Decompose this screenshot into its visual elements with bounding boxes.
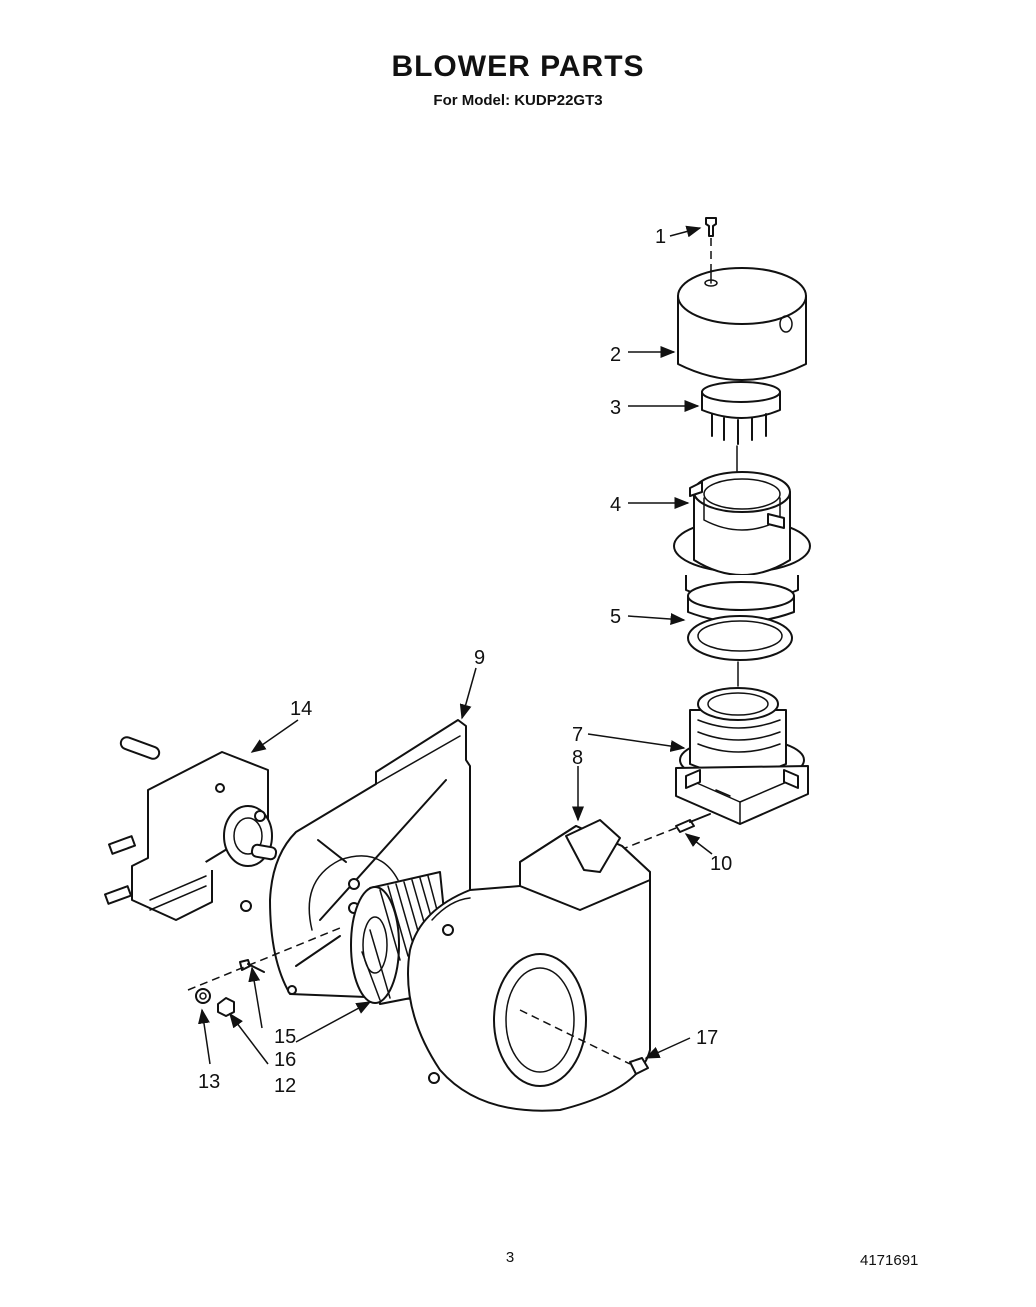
callout-7: 7 [572, 724, 583, 746]
callout-leaders [198, 225, 713, 1065]
part-13-washer [195, 988, 211, 1004]
model-subtitle: For Model: KUDP22GT3 [433, 92, 603, 109]
part-5-ring [687, 581, 795, 687]
callout-5: 5 [610, 606, 621, 628]
part-10-screw [619, 813, 711, 851]
callout-8: 8 [572, 747, 583, 769]
part-17-blower-housing [407, 819, 651, 1112]
part-14-motor [104, 736, 278, 921]
part-12-nut [217, 997, 235, 1017]
callout-15: 15 [274, 1026, 296, 1048]
callout-13: 13 [198, 1071, 220, 1093]
callout-16: 16 [274, 1049, 296, 1071]
part-1-screw [705, 217, 717, 282]
callout-3: 3 [610, 397, 621, 419]
callout-9: 9 [474, 647, 485, 669]
callout-1: 1 [655, 226, 666, 248]
callout-12: 12 [274, 1075, 296, 1097]
callout-2: 2 [610, 344, 621, 366]
page-title: BLOWER PARTS [391, 50, 645, 83]
part-3-connector [701, 381, 781, 475]
callout-14: 14 [290, 698, 312, 720]
callout-17: 17 [696, 1027, 718, 1049]
page-number: 3 [505, 1249, 515, 1266]
assembly-axis-line [187, 927, 341, 991]
document-number: 4171691 [860, 1252, 919, 1269]
part-2-cover [677, 267, 807, 381]
part-8-bracket [675, 765, 809, 825]
callout-10: 10 [710, 853, 732, 875]
callout-4: 4 [610, 494, 621, 516]
